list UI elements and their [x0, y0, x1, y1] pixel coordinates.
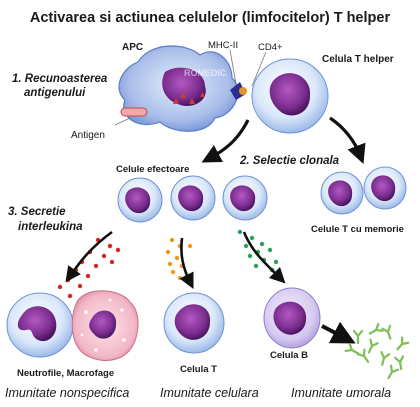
antigen-pointer: [114, 117, 131, 126]
cytokines-red: [57, 237, 121, 299]
cd4-label: CD4+: [258, 42, 283, 53]
t-helper-cell: [251, 58, 329, 134]
antibody-glyph: [396, 336, 410, 351]
cytokine-dot: [85, 273, 91, 279]
immunity-humoral: Imunitate umorala: [291, 386, 391, 400]
mhc-pointer: [229, 49, 237, 85]
step3-label-line1: 3. Secretie: [8, 206, 66, 218]
cytokine-dot: [267, 247, 273, 253]
cytokine-dot: [107, 243, 113, 249]
antibody-glyph: [380, 351, 391, 366]
cytokine-dot: [237, 229, 243, 235]
cytokine-dot: [65, 277, 71, 283]
cytokine-dot: [169, 237, 175, 243]
antigen-fragments: [173, 92, 205, 104]
antibody-glyph: [368, 322, 384, 335]
immunity-cellular: Imunitate celulara: [160, 386, 259, 400]
antibody-glyph: [367, 338, 379, 354]
arrow-to-t-cell: [179, 237, 194, 289]
antibody-glyph: [381, 324, 392, 340]
cytokine-dot: [273, 259, 279, 265]
effector-cell-2: [170, 175, 216, 221]
mhc-receptor: [230, 82, 247, 100]
cytokine-dot: [115, 247, 121, 253]
arrow-to-neutrophils: [65, 230, 113, 283]
neutro-macro-label: Neutrofile, Macrofage: [17, 368, 114, 379]
cytokine-dot: [243, 243, 249, 249]
memory-cell-2: [363, 166, 407, 210]
t-helper-label: Celula T helper: [322, 54, 394, 65]
t-cell-label: Celula T: [180, 364, 217, 375]
step1-label-line1: 1. Recunoasterea: [12, 73, 108, 85]
arrow-to-memory: [329, 116, 366, 164]
cytokine-dot: [167, 261, 173, 267]
apc-label: APC: [122, 42, 143, 53]
antibody-glyph: [352, 329, 364, 345]
antibodies: [344, 322, 410, 380]
cytokine-dot: [57, 284, 63, 290]
antibody-glyph: [344, 342, 360, 355]
arrow-to-effector: [201, 119, 250, 163]
memory-label: Celule T cu memorie: [311, 224, 404, 235]
cytokine-dot: [77, 283, 83, 289]
b-cell-label: Celula B: [270, 350, 308, 361]
effector-cell-1: [117, 177, 163, 223]
mhc-label: MHC-II: [208, 40, 238, 51]
antigen-particle: [120, 107, 148, 117]
arrow-to-b-cell: [242, 231, 286, 284]
step3-label-line2: interleukina: [18, 221, 83, 233]
memory-cell-1: [320, 171, 364, 215]
watermark: ROMEDIC: [184, 68, 227, 78]
effector-label: Celule efectoare: [116, 164, 189, 175]
cytokine-dot: [67, 293, 73, 299]
cytokine-dot: [259, 241, 265, 247]
antibody-glyph: [387, 364, 400, 380]
step2-label: 2. Selectie clonala: [239, 155, 340, 167]
cytokine-dot: [249, 235, 255, 241]
effector-cell-3: [222, 175, 268, 221]
neutrophil-cell: [6, 292, 74, 358]
cytokine-dot: [247, 253, 253, 259]
b-cell: [263, 287, 321, 349]
apc-cell: [118, 45, 239, 132]
cytokine-dot: [109, 259, 115, 265]
t-cell: [163, 292, 225, 354]
cytokine-dot: [101, 253, 107, 259]
arrow-to-antibodies: [321, 321, 356, 344]
antigen-label: Antigen: [71, 130, 105, 141]
cytokine-dot: [174, 255, 180, 261]
immunity-nonspecific: Imunitate nonspecifica: [5, 386, 129, 400]
cytokines-orange: [165, 237, 193, 281]
cd4-pointer: [251, 51, 267, 87]
cytokines-green: [237, 229, 279, 273]
cytokine-dot: [187, 243, 193, 249]
cytokine-dot: [93, 263, 99, 269]
cytokine-dot: [170, 269, 176, 275]
cytokine-dot: [165, 249, 171, 255]
diagram-title: Activarea si actiunea celulelor (limfoci…: [30, 10, 391, 26]
cytokine-dot: [177, 275, 183, 281]
antibody-glyph: [394, 355, 405, 370]
macrophage-cell: [71, 290, 139, 361]
cytokine-dot: [253, 263, 259, 269]
antibody-glyph: [356, 348, 370, 363]
step1-label-line2: antigenului: [24, 87, 86, 99]
